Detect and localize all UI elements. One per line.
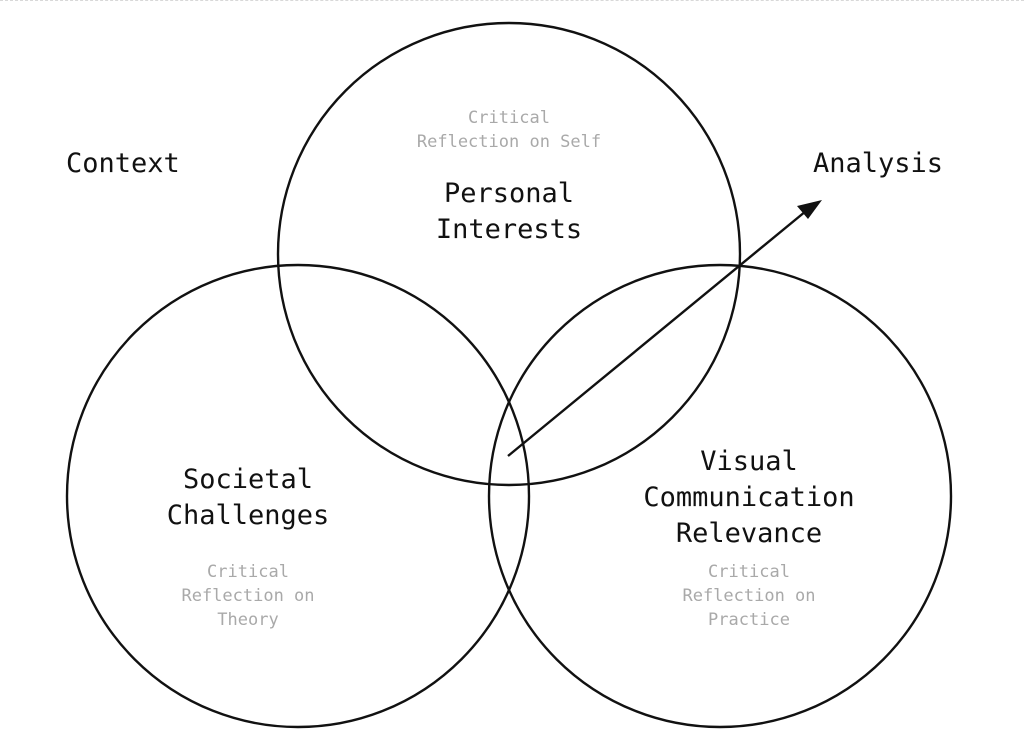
analysis-label: Analysis (813, 148, 944, 179)
circle-personal-interests (276, 21, 742, 487)
visual-communication-label: Visual Communication Relevance (643, 446, 855, 549)
circle-visual-communication (487, 263, 953, 729)
analysis-arrow-line (507, 210, 807, 457)
analysis-arrow-head (797, 200, 822, 219)
top-border (0, 0, 1024, 1)
societal-challenges-label: Societal Challenges (166, 464, 330, 531)
context-label: Context (66, 148, 180, 179)
circle-societal-challenges (65, 263, 531, 729)
personal-interests-label: Personal Interests (435, 178, 583, 245)
societal-reflection-label: Critical Reflection on Theory (181, 562, 315, 630)
visual-reflection-label: Critical Reflection on Practice (682, 562, 816, 630)
personal-reflection-label: Critical Reflection on Self (416, 108, 602, 152)
